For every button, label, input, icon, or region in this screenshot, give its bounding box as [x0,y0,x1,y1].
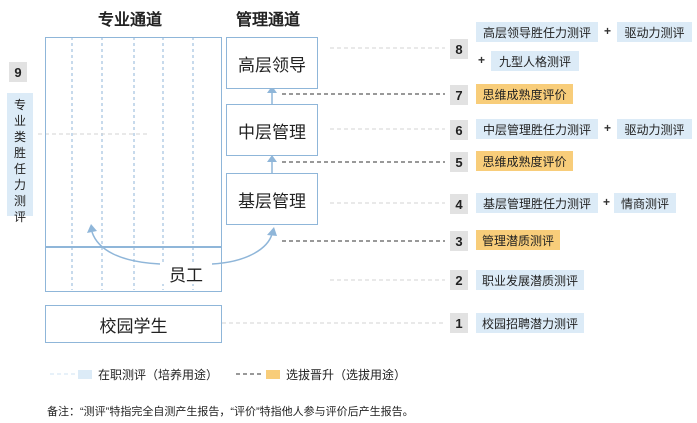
level-num-1: 1 [450,313,468,333]
tag-campus-recruitment: 校园招聘潜力测评 [476,313,584,333]
tag-thinking-maturity-7: 思维成熟度评价 [476,84,573,104]
management-channel-header: 管理通道 [236,12,301,29]
level-num-7: 7 [450,85,468,105]
arrowhead-to-middle [267,155,277,162]
tag-management-potential: 管理潜质测评 [476,230,560,250]
tag-senior-competency: 高层领导胜任力测评 [476,22,598,42]
arrowhead-to-senior [267,86,277,93]
curve-to-professional [91,231,161,265]
senior-leader-box: 高层领导 [226,37,318,89]
professional-assessment-label: 专业类胜任力测评 [13,98,26,224]
professional-assessment-tag: 专业类胜任力测评 [7,93,33,224]
junior-manager-box: 基层管理 [226,173,318,225]
level-num-2: 2 [450,270,468,290]
level-num-6: 6 [450,120,468,140]
level-num-8: 8 [450,39,468,59]
tag-middle-competency: 中层管理胜任力测评 [476,119,598,139]
plus-4: + [603,195,611,209]
level-num-9: 9 [9,62,27,82]
guide-lines [38,47,445,324]
professional-channel-header: 专业通道 [98,12,163,29]
level-num-3: 3 [450,231,468,251]
tag-thinking-maturity-5: 思维成熟度评价 [476,151,573,171]
legend-selection-text: 选拔晋升（选拔用途） [286,368,407,382]
level-num-4: 4 [450,194,468,214]
legend-selection-swatch [266,370,280,379]
middle-manager-box: 中层管理 [226,104,318,156]
tag-eq: 情商测评 [614,193,676,213]
arrowhead-curve-right [267,227,277,236]
tag-enneagram: 九型人格测评 [491,51,579,71]
plus-6: + [604,121,612,135]
tag-drive-8: 驱动力测评 [617,22,692,42]
tag-career-potential: 职业发展潜质测评 [476,270,584,290]
tag-drive-6: 驱动力测评 [617,119,692,139]
level-num-5: 5 [450,152,468,172]
plus-8a: + [604,24,612,38]
employee-label: 员工 [160,262,212,285]
tag-junior-competency: 基层管理胜任力测评 [476,193,598,213]
campus-student-box: 校园学生 [45,305,222,343]
plus-8b: + [478,53,486,67]
professional-channel-box [45,37,222,292]
selection-lines [282,93,445,242]
employee-separator [45,246,222,248]
arrowhead-curve-left [87,224,97,233]
legend-training-text: 在职测评（培养用途） [98,368,219,382]
footnote: 备注：“测评”特指完全自测产生报告，“评价”特指他人参与评价后产生报告。 [47,406,414,418]
legend-training-swatch [78,370,92,379]
